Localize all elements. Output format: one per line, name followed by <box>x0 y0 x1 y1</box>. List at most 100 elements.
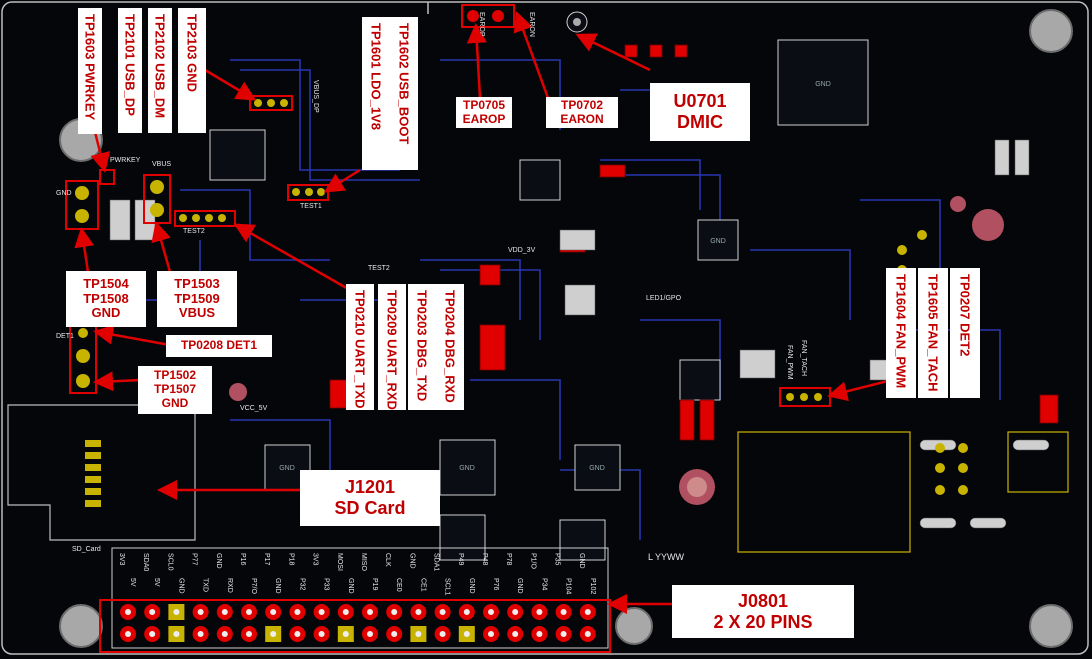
header-pin-hole <box>197 609 204 615</box>
header-pin-hole <box>342 609 349 615</box>
svg-text:GND: GND <box>459 465 475 472</box>
header-pin-label: RXD <box>225 578 233 593</box>
svg-text:GND: GND <box>279 465 295 472</box>
silk-test2: TEST2 <box>183 228 205 235</box>
header-pin-hole <box>536 609 543 615</box>
callout-tp1602-text: TP1602 USB_BOOT <box>396 23 412 145</box>
header-pin-label: SCL0 <box>166 553 174 571</box>
header-pin-label: GND <box>467 578 475 594</box>
header-pin-label: P104 <box>564 578 572 595</box>
header-pin-label: 5V <box>153 578 161 587</box>
header-pin-label: TXD <box>201 578 209 592</box>
callout-tp2103: TP2103 GND <box>178 8 206 133</box>
callout-tp1503: TP1503 TP1509 VBUS <box>157 271 237 327</box>
callout-tp2102-text: TP2102 USB_DM <box>152 14 168 119</box>
silk-pwrkey: PWRKEY <box>110 157 141 164</box>
header-pin-label: GND <box>516 578 524 594</box>
callout-tp0705: TP0705 EAROP <box>456 97 512 128</box>
callout-tp0203: TP0203 DBG_TXD <box>408 284 436 410</box>
header-pin-label: CE1 <box>419 578 427 592</box>
header-pin-hole <box>173 609 180 615</box>
header-pin-hole <box>463 631 470 637</box>
callout-tp0210: TP0210 UART_TXD <box>346 284 374 410</box>
callout-tp0207: TP0207 DET2 <box>950 268 980 398</box>
callout-tp0210-text: TP0210 UART_TXD <box>352 290 368 409</box>
callout-tp0204: TP0204 DBG_RXD <box>436 284 464 410</box>
header-pin-label: P49 <box>456 553 464 566</box>
silk-led: LED1/GPO <box>646 295 682 302</box>
header-pin-label: P32 <box>298 578 306 591</box>
silk-vdd3v: VDD_3V <box>508 247 536 254</box>
header-pin-hole <box>342 631 349 637</box>
callout-tp2101: TP2101 USB_DP <box>118 8 142 133</box>
header-pin-hole <box>221 609 228 615</box>
svg-text:GND: GND <box>589 465 605 472</box>
silk-test2b: TEST2 <box>368 265 390 272</box>
header-pin-label: SDA0 <box>142 553 150 572</box>
header-pin-label: P18 <box>287 553 295 566</box>
header-pin-hole <box>149 609 156 615</box>
header-pin-label: SDA1 <box>432 553 440 572</box>
callout-tp2102: TP2102 USB_DM <box>148 8 172 133</box>
header-pin-label: GND <box>408 553 416 569</box>
callout-tp2103-text: TP2103 GND <box>184 14 200 93</box>
header-pin-label: CLK <box>384 553 392 567</box>
header-pin-label: P33 <box>322 578 330 591</box>
silk-fantach: FAN_TACH <box>800 340 807 377</box>
callout-tp1604-text: TP1604 FAN_PWM <box>893 274 909 389</box>
svg-text:GND: GND <box>710 238 726 245</box>
silk-gnd: GND <box>56 190 72 197</box>
header-pin-label: GND <box>346 578 354 594</box>
header-pin-label: P102 <box>588 578 596 595</box>
header-pin-hole <box>270 609 277 615</box>
header-pin-label: MISO <box>360 553 367 571</box>
callout-tp1605: TP1605 FAN_TACH <box>918 268 948 398</box>
header-pin-hole <box>584 631 591 637</box>
header-pin-label: P1/O <box>529 553 537 569</box>
callout-tp0207-text: TP0207 DET2 <box>957 274 973 357</box>
callout-u0701: U0701 DMIC <box>650 83 750 141</box>
svg-text:GND: GND <box>815 81 831 88</box>
callout-tp1603: TP1603 PWRKEY <box>78 8 102 134</box>
header-pin-hole <box>415 631 422 637</box>
header-pin-label: P77 <box>190 553 198 566</box>
callout-j0801: J0801 2 X 20 PINS <box>672 585 854 638</box>
header-pin-label: P19 <box>371 578 378 591</box>
callout-tp0204-text: TP0204 DBG_RXD <box>442 290 458 403</box>
header-pin-hole <box>367 609 373 615</box>
silk-vbus: VBUS <box>152 161 172 168</box>
header-pin-label: P16 <box>239 553 246 566</box>
header-pin-hole <box>125 631 131 637</box>
header-pin-hole <box>270 631 277 637</box>
header-pin-hole <box>488 631 494 637</box>
header-pin-hole <box>221 631 228 637</box>
callout-tp0702: TP0702 EARON <box>546 97 618 128</box>
callout-tp1502: TP1502 TP1507 GND <box>138 366 212 414</box>
header-pin-hole <box>149 631 156 637</box>
header-pin-hole <box>125 609 131 615</box>
header-pin-label: P34 <box>540 578 548 591</box>
silk-test1: TEST1 <box>300 203 322 210</box>
header-pin-label: SCL1 <box>443 578 451 596</box>
pointer-arrows <box>74 11 901 614</box>
header-pin-hole <box>439 631 446 637</box>
header-pin-hole <box>415 609 422 615</box>
header-pin-hole <box>536 631 543 637</box>
chips <box>209 39 869 561</box>
header-pin-hole <box>294 631 301 637</box>
header-pin-label: P48 <box>481 553 488 566</box>
header-pin-hole <box>294 609 301 615</box>
callout-tp1603-text: TP1603 PWRKEY <box>82 14 98 121</box>
header-pin-hole <box>560 609 567 615</box>
silk-det1: DET1 <box>56 333 74 340</box>
header-pin-hole <box>173 631 180 637</box>
header-pin-label: 3V3 <box>311 553 319 566</box>
callout-j1201: J1201 SD Card <box>300 470 440 526</box>
header-pin-hole <box>488 609 494 615</box>
header-pin-label: P7/O <box>250 578 257 594</box>
header-pin-hole <box>391 631 398 637</box>
silk-earop: EAROP <box>478 12 485 37</box>
silk-fanpwm: FAN_PWM <box>786 345 793 380</box>
